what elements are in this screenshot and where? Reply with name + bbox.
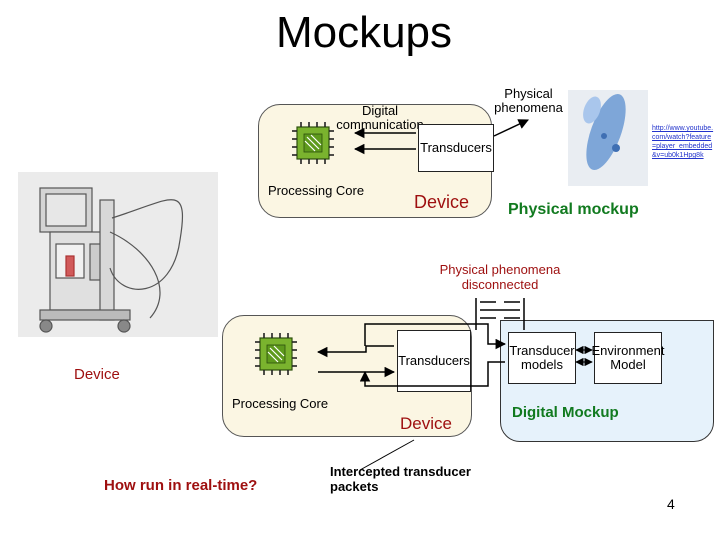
intercepted-in-arrow: [359, 361, 505, 387]
transducer-models-label: Transducer models: [509, 343, 575, 372]
environment-model-label: Environment Model: [591, 343, 665, 372]
top-processing-core-label: Processing Core: [268, 183, 365, 198]
top-transducers-box: Transducers: [418, 124, 494, 172]
physical-mockup-photo: [568, 90, 648, 186]
medical-device-illustration: [18, 172, 218, 337]
physical-phenomena-disconnected-label: Physical phenomena disconnected: [439, 262, 561, 292]
intercepted-out-arrow: [364, 323, 507, 350]
page-number: 4: [667, 496, 675, 512]
environment-model-box: Environment Model: [591, 332, 665, 384]
bottom-processing-core-label: Processing Core: [232, 396, 329, 411]
top-phenomena-arrow: [493, 119, 529, 137]
top-physical-phenomena-label: Physical phenomena: [494, 86, 563, 115]
bottom-transducer-to-core-arrow: [316, 345, 394, 358]
disconnected-phenomena-icon: [475, 298, 525, 330]
bottom-device-outer-label: Device: [74, 366, 120, 383]
slide-title: Mockups: [275, 8, 453, 57]
realtime-question-label: How run in real-time?: [104, 477, 258, 494]
bottom-transducers-box: Transducers: [397, 330, 471, 392]
intercepted-packets-label: Intercepted transducer packets: [330, 464, 471, 494]
top-transducers-label: Transducers: [420, 140, 492, 155]
video-link[interactable]: http://www.youtube.com/watch?feature=pla…: [652, 125, 714, 159]
top-processor-chip-icon: [291, 121, 335, 165]
physical-mockup-label: Physical mockup: [508, 201, 639, 218]
top-device-label: Device: [414, 192, 470, 212]
bottom-transducers-label: Transducers: [398, 353, 470, 368]
bottom-processor-chip-icon: [254, 332, 298, 376]
transducer-models-box: Transducer models: [508, 332, 576, 384]
bottom-device-inner-label: Device: [400, 414, 452, 433]
digital-mockup-label: Digital Mockup: [512, 404, 619, 421]
intercepted-pointer-line: [359, 439, 415, 471]
